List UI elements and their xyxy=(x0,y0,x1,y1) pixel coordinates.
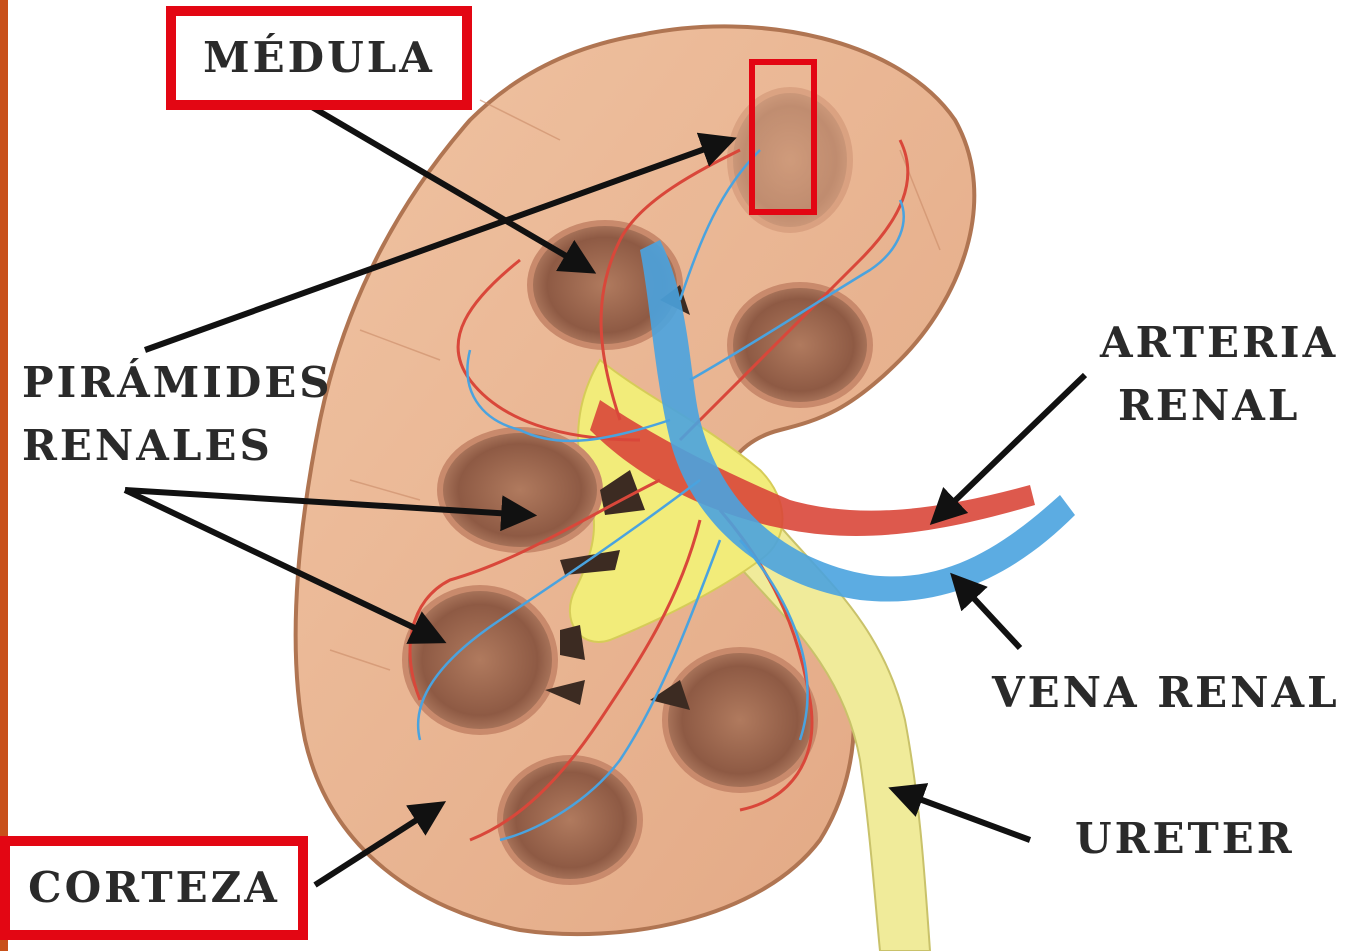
corteza-label: CORTEZA xyxy=(28,867,280,909)
pyramid xyxy=(665,650,815,790)
arteria-label-line1: ARTERIA xyxy=(1100,322,1338,364)
pyramid xyxy=(440,430,600,550)
piramides-label-line2: RENALES xyxy=(22,425,273,467)
pyramid xyxy=(405,588,555,732)
medula-label-box: MÉDULA xyxy=(166,6,472,110)
ureter-label: URETER xyxy=(1075,818,1295,860)
corteza-label-box: CORTEZA xyxy=(0,836,308,940)
medula-label: MÉDULA xyxy=(203,37,435,79)
piramides-label-line1: PIRÁMIDES xyxy=(22,362,333,404)
pyramid xyxy=(500,758,640,882)
arteria-label-line2: RENAL xyxy=(1118,385,1300,427)
arrow-vena xyxy=(955,578,1020,648)
vena-label: VENA RENAL xyxy=(992,672,1340,714)
